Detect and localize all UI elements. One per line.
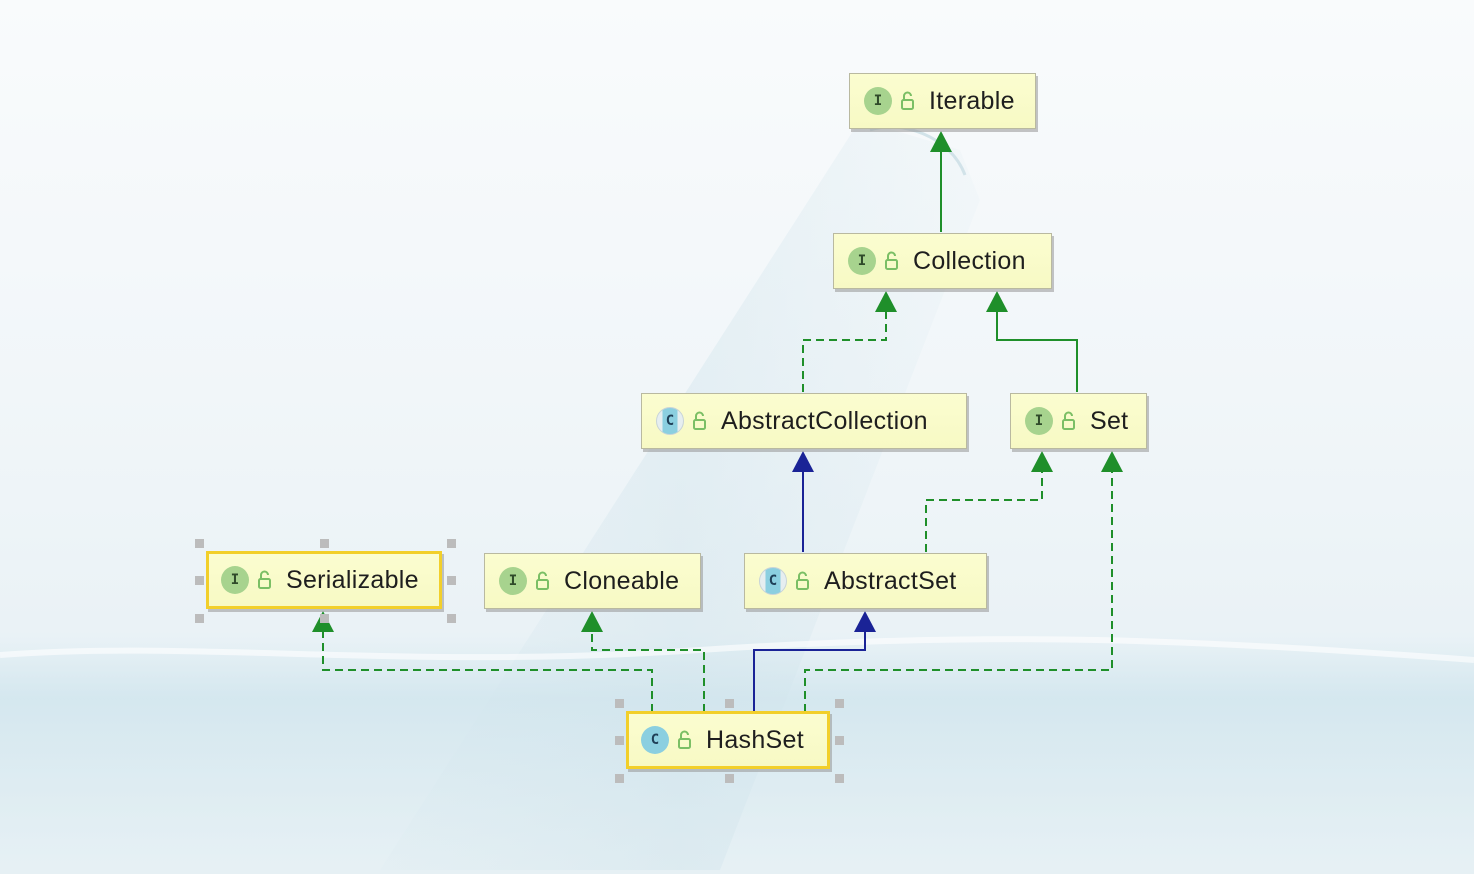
unlocked-padlock-icon <box>258 570 271 589</box>
class-icon: C <box>641 726 669 754</box>
unlocked-padlock-icon <box>885 251 898 270</box>
selection-handle[interactable] <box>835 736 844 745</box>
unlocked-padlock-icon <box>678 730 691 749</box>
selection-handle[interactable] <box>447 614 456 623</box>
edge-abstractcollection-to-collection <box>802 291 897 392</box>
edge-hashset-to-cloneable <box>581 611 705 712</box>
interface-icon: I <box>848 247 876 275</box>
node-label: Cloneable <box>564 566 680 595</box>
node-iterable[interactable]: I Iterable <box>849 73 1036 129</box>
node-label: Serializable <box>286 565 419 594</box>
node-abstract-set[interactable]: C AbstractSet <box>744 553 987 609</box>
selection-handle[interactable] <box>835 699 844 708</box>
abstract-class-icon: C <box>656 407 684 435</box>
interface-icon: I <box>221 566 249 594</box>
selection-handle[interactable] <box>320 539 329 548</box>
node-cloneable[interactable]: I Cloneable <box>484 553 701 609</box>
node-hashset[interactable]: C HashSet <box>626 711 830 769</box>
unlocked-padlock-icon <box>693 411 706 430</box>
edge-collection-to-iterable <box>930 131 952 232</box>
unlocked-padlock-icon <box>536 571 549 590</box>
selection-handle[interactable] <box>447 539 456 548</box>
unlocked-padlock-icon <box>1062 411 1075 430</box>
selection-handle[interactable] <box>447 576 456 585</box>
interface-icon: I <box>499 567 527 595</box>
node-label: AbstractSet <box>824 566 957 595</box>
unlocked-padlock-icon <box>796 571 809 590</box>
abstract-class-icon: C <box>759 567 787 595</box>
selection-handle[interactable] <box>615 774 624 783</box>
node-set[interactable]: I Set <box>1010 393 1147 449</box>
selection-handle[interactable] <box>725 699 734 708</box>
node-collection[interactable]: I Collection <box>833 233 1052 289</box>
interface-icon: I <box>1025 407 1053 435</box>
selection-handle[interactable] <box>195 614 204 623</box>
edge-abstractset-to-abstractcollection <box>792 451 814 552</box>
unlocked-padlock-icon <box>901 91 914 110</box>
selection-handle[interactable] <box>195 539 204 548</box>
selection-handle[interactable] <box>615 736 624 745</box>
node-abstract-collection[interactable]: C AbstractCollection <box>641 393 967 449</box>
node-serializable[interactable]: I Serializable <box>206 551 442 609</box>
selection-handle[interactable] <box>195 576 204 585</box>
selection-handle[interactable] <box>835 774 844 783</box>
node-label: HashSet <box>706 725 804 754</box>
node-label: Iterable <box>929 86 1015 115</box>
selection-handle[interactable] <box>615 699 624 708</box>
interface-icon: I <box>864 87 892 115</box>
selection-handle[interactable] <box>725 774 734 783</box>
node-label: Set <box>1090 406 1129 435</box>
node-label: AbstractCollection <box>721 406 928 435</box>
node-label: Collection <box>913 246 1026 275</box>
edge-set-to-collection <box>986 291 1078 392</box>
edge-hashset-to-set <box>804 451 1123 712</box>
selection-handle[interactable] <box>320 614 329 623</box>
edge-hashset-to-abstractset <box>753 611 876 712</box>
edge-hashset-to-serializable <box>312 611 653 712</box>
edge-abstractset-to-set <box>925 451 1053 552</box>
